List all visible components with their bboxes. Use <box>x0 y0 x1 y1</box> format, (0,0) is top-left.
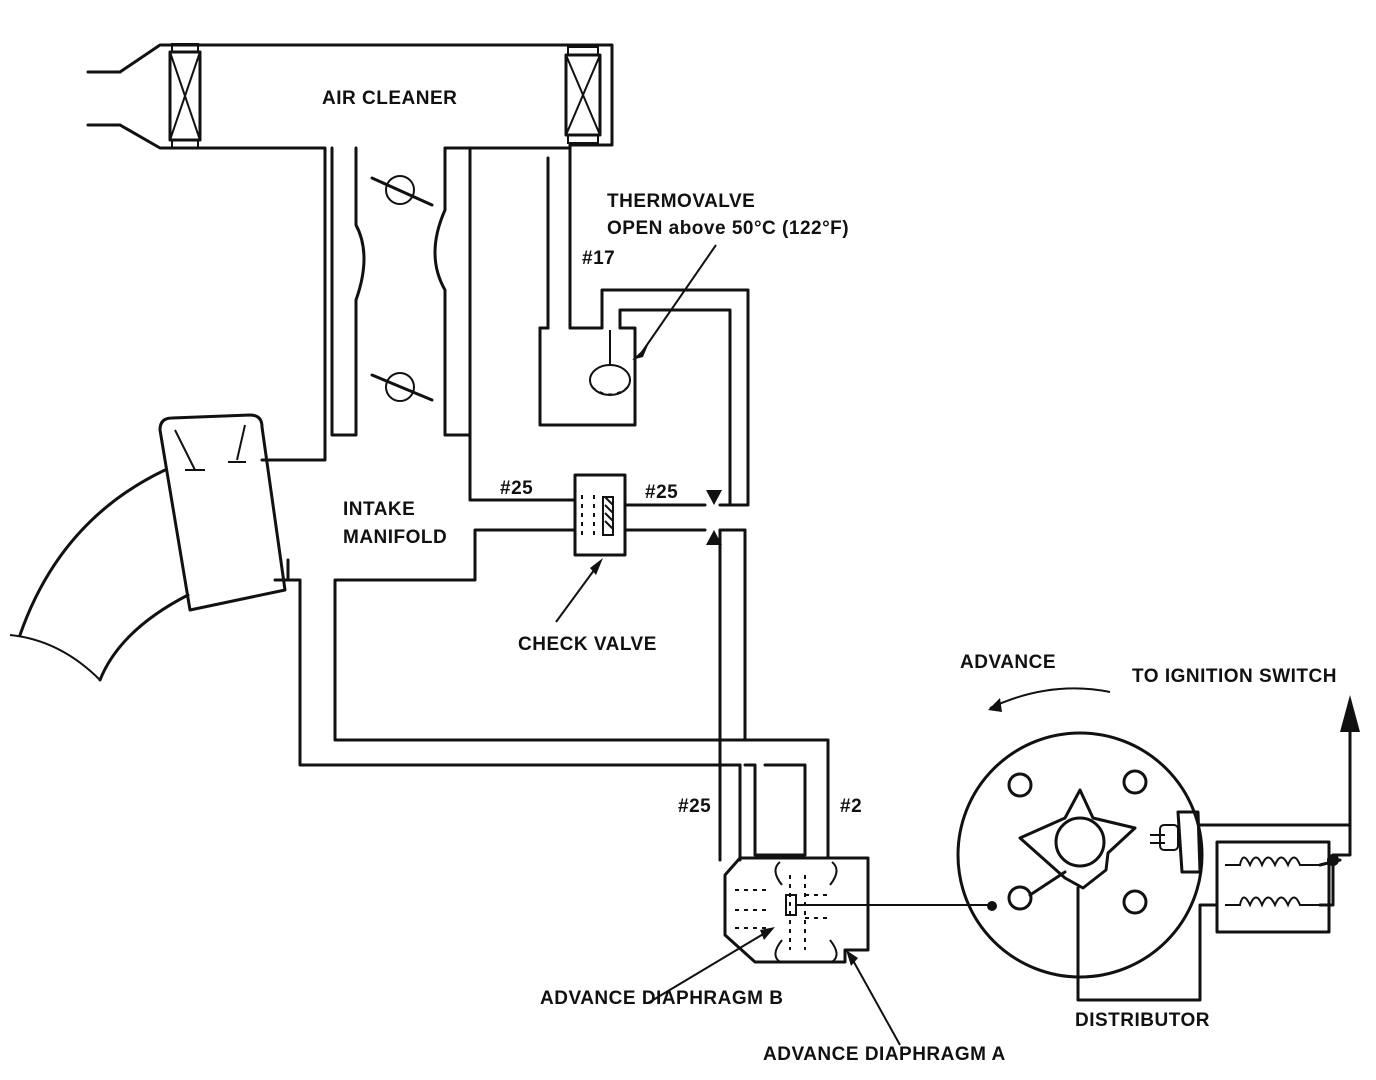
hose-17-label: #17 <box>582 248 615 269</box>
air-cleaner <box>86 43 614 462</box>
distributor <box>956 731 1217 1002</box>
advance-diaphragm-b-label: ADVANCE DIAPHRAGM B <box>540 988 783 1009</box>
thermovalve <box>538 143 750 507</box>
hose-25-left-label: #25 <box>500 478 533 499</box>
thermovalve-spec-label: OPEN above 50°C (122°F) <box>607 218 849 239</box>
carburetor-throat <box>330 146 472 437</box>
thermovalve-label: THERMOVALVE <box>607 191 755 212</box>
advance-label: ADVANCE <box>960 652 1056 673</box>
hose-25-right-label: #25 <box>645 482 678 503</box>
air-cleaner-label: AIR CLEANER <box>322 88 457 109</box>
check-valve-label: CHECK VALVE <box>518 634 657 655</box>
advance-arrow <box>988 687 1111 712</box>
check-valve <box>555 473 722 623</box>
intake-manifold-label-line1: INTAKE <box>343 499 415 520</box>
ignition-coil <box>1198 695 1360 934</box>
hose-25-lower-label: #25 <box>678 796 711 817</box>
intake-manifold-label-line2: MANIFOLD <box>343 527 447 548</box>
advance-diaphragm-a-label: ADVANCE DIAPHRAGM A <box>763 1044 1006 1065</box>
vacuum-lines <box>718 528 830 862</box>
hose-2-label: #2 <box>840 796 862 817</box>
to-ignition-switch-label: TO IGNITION SWITCH <box>1132 666 1337 687</box>
distributor-label: DISTRIBUTOR <box>1075 1010 1210 1031</box>
upper-throttle-plate <box>370 175 434 207</box>
advance-diaphragm <box>647 856 990 1046</box>
intake-duct <box>9 413 287 682</box>
lower-throttle-plate <box>370 372 434 402</box>
